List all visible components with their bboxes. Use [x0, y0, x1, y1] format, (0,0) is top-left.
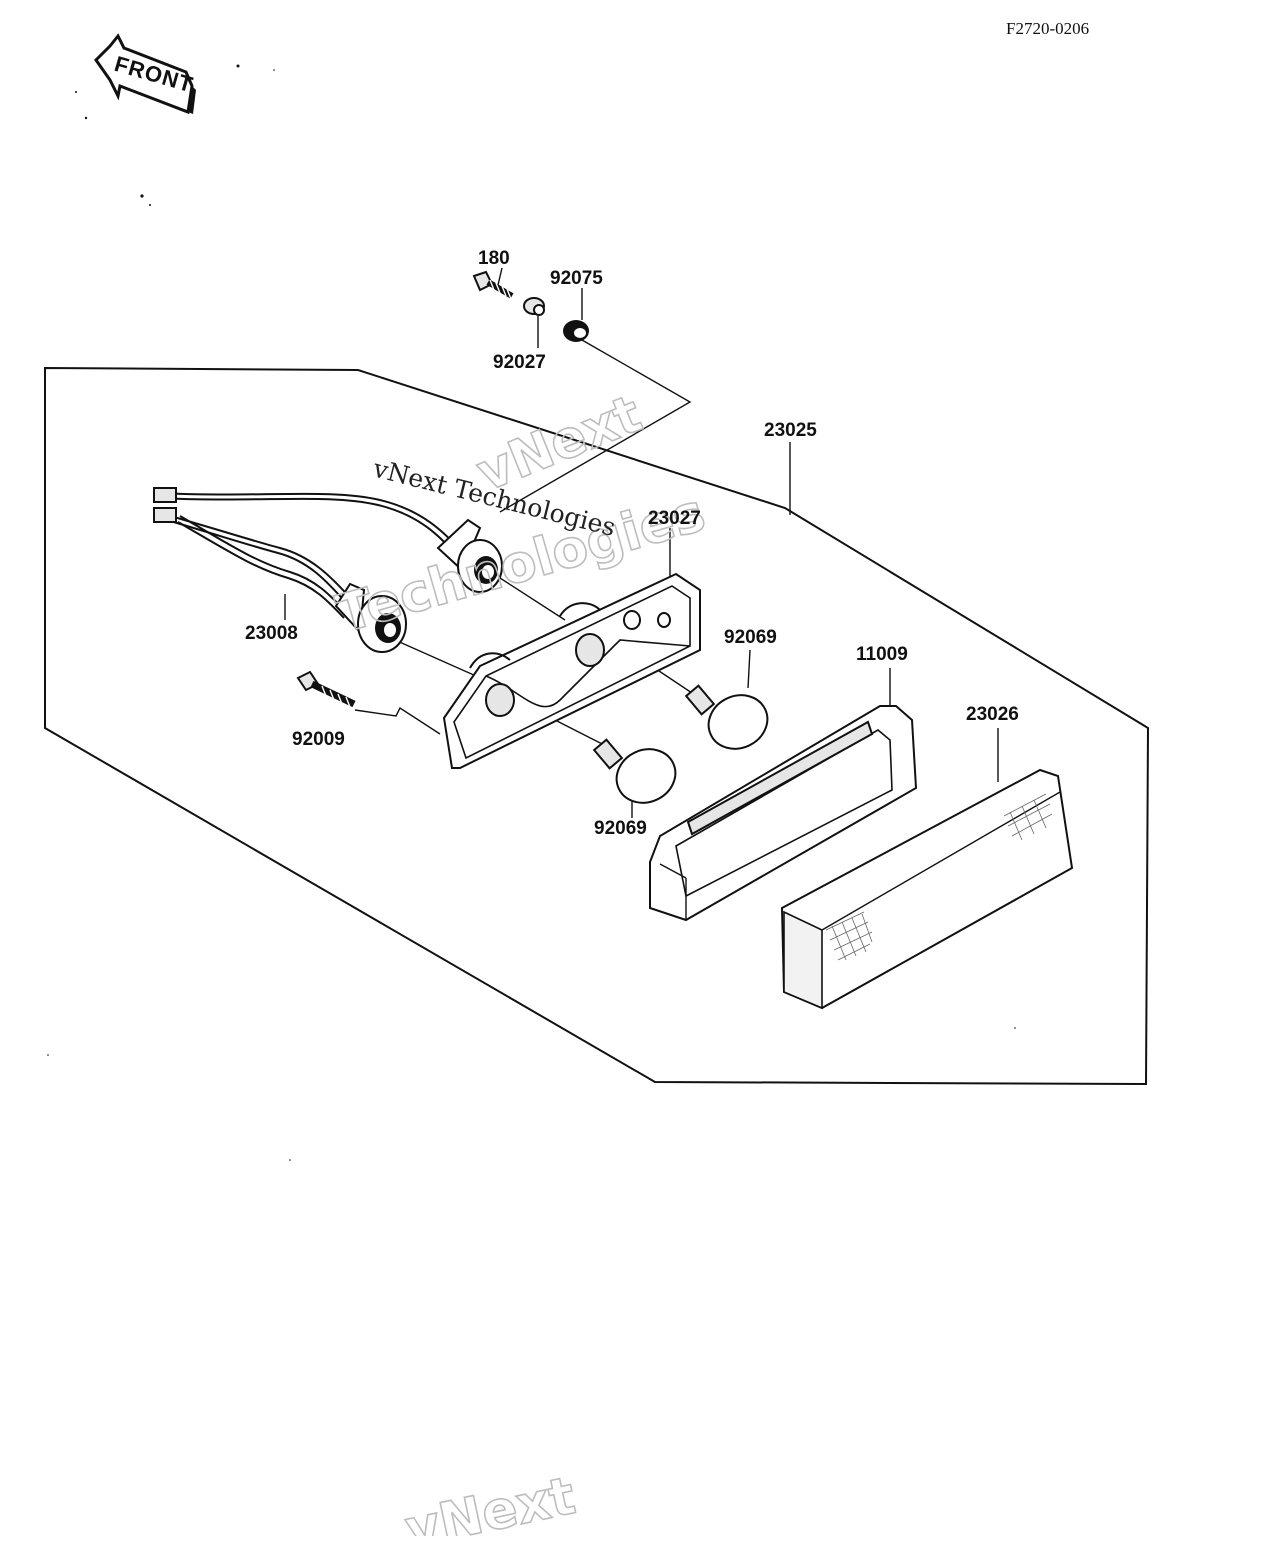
reference-code: F2720-0206 [1006, 19, 1089, 38]
callout-23008: 23008 [245, 623, 298, 644]
callout-23025: 23025 [764, 420, 817, 441]
callout-11009: 11009 [856, 644, 908, 665]
scan-specks [47, 64, 1016, 1161]
callout-92009: 92009 [292, 729, 345, 750]
callout-23026: 23026 [966, 704, 1019, 725]
damper-92075 [563, 320, 589, 342]
lens-frame-11009 [649, 705, 918, 922]
callout-92027: 92027 [493, 352, 546, 373]
collar-92027 [523, 297, 545, 316]
watermark-bottom: vNext [400, 1466, 580, 1536]
lamp-housing-23027 [442, 572, 701, 769]
lens-23026 [780, 768, 1074, 1010]
assembly-boundary [44, 366, 1150, 1086]
socket-wiring-23008 [153, 487, 503, 653]
screw-180 [472, 270, 514, 300]
callout-92069-lower: 92069 [594, 818, 647, 839]
front-arrow-icon: FRONT [94, 33, 196, 115]
bolt-92009 [296, 670, 356, 708]
callout-92069-upper: 92069 [724, 627, 777, 648]
callout-23027: 23027 [648, 508, 701, 529]
callout-180: 180 [478, 248, 510, 269]
bulb-92069-lower [592, 738, 677, 804]
callout-92075: 92075 [550, 268, 603, 289]
bulb-92069-upper [684, 684, 769, 750]
